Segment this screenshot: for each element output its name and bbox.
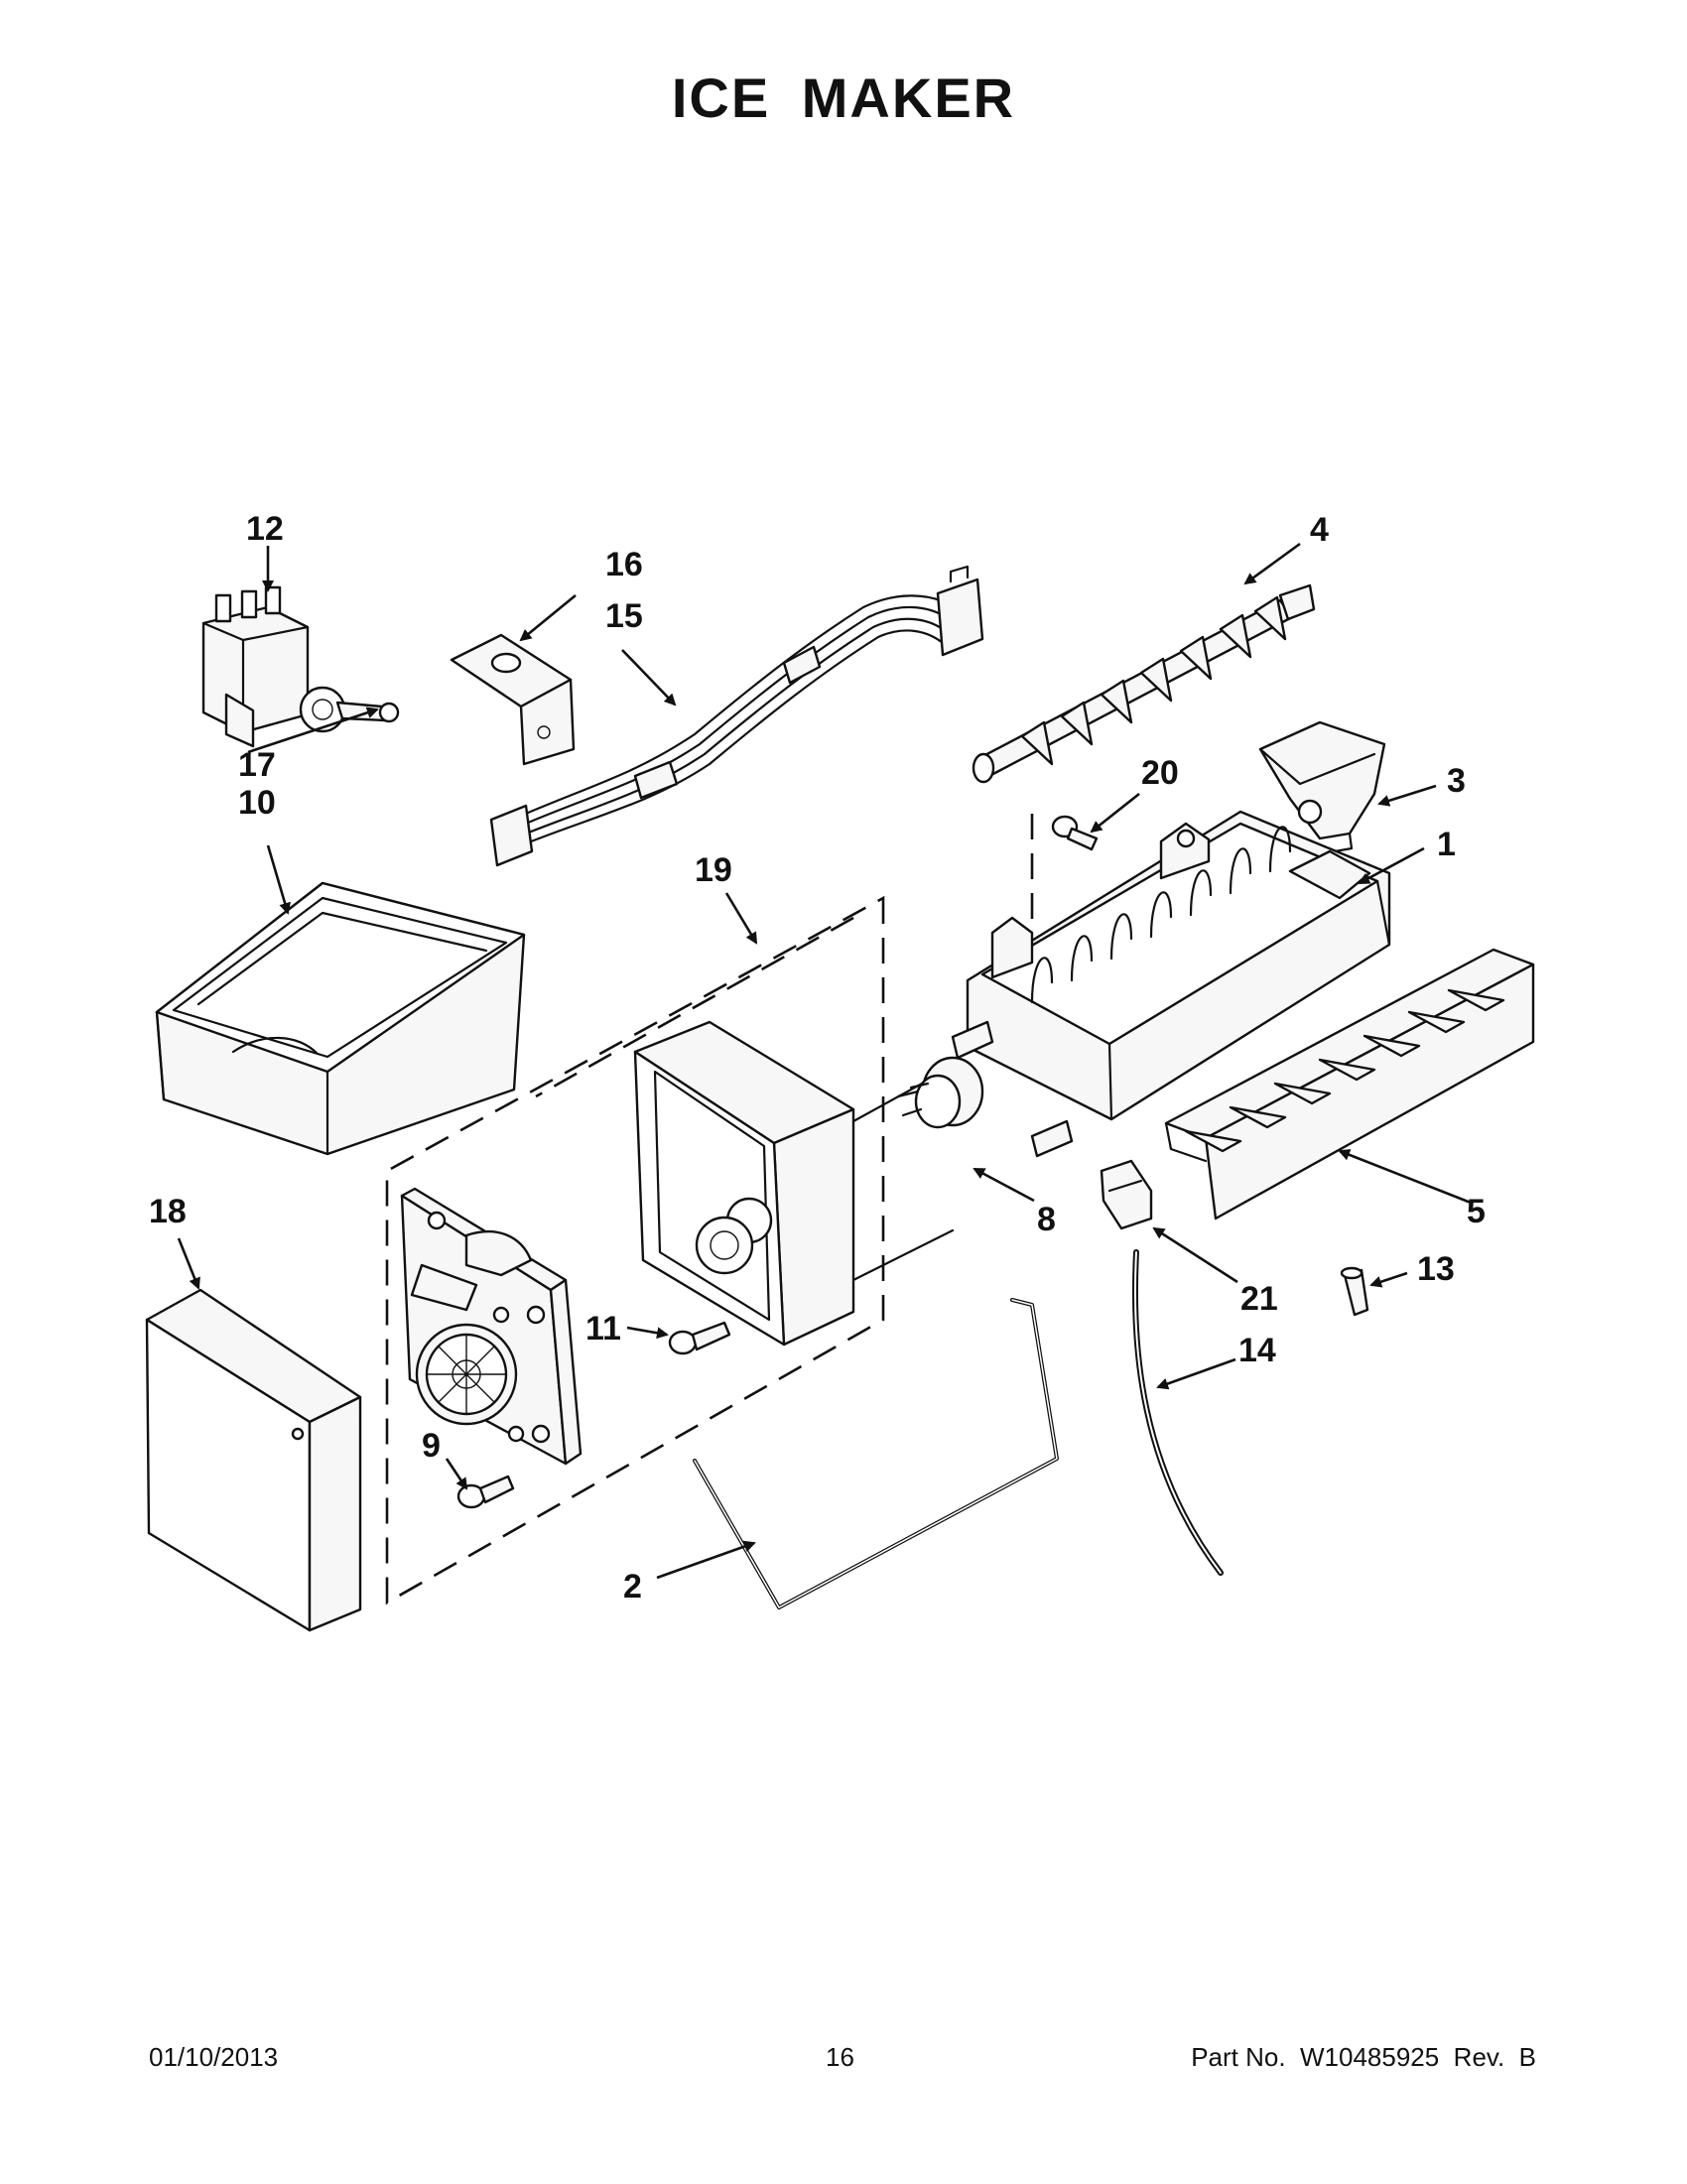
callout-11: 11 — [585, 1310, 621, 1348]
callout-5: 5 — [1467, 1193, 1486, 1230]
callout-12: 12 — [246, 510, 284, 548]
leader-arrows — [177, 542, 1472, 1580]
callout-4: 4 — [1310, 511, 1329, 549]
callout-1: 1 — [1437, 826, 1456, 863]
callout-2: 2 — [623, 1568, 642, 1606]
shutoff-arm-icon — [693, 1298, 1059, 1609]
callout-8: 8 — [1037, 1201, 1056, 1238]
callout-14: 14 — [1238, 1332, 1276, 1369]
plug-icon — [1340, 1266, 1369, 1317]
footer-page-number: 16 — [826, 2042, 854, 2072]
screw-icon — [668, 1321, 731, 1355]
callout-17: 17 — [238, 746, 276, 784]
ejector-icon — [972, 583, 1316, 784]
callout-20: 20 — [1141, 754, 1179, 792]
ice-bin-icon — [155, 881, 526, 1156]
callout-10: 10 — [238, 784, 276, 822]
stripper-icon — [1164, 948, 1535, 1220]
callout-3: 3 — [1447, 762, 1466, 800]
wire-harness-icon — [489, 565, 984, 867]
thermostat-icon — [896, 1020, 1074, 1158]
screw-icon — [1051, 815, 1099, 851]
shutoff-cover-icon — [1258, 720, 1386, 853]
ice-mold-icon — [966, 810, 1391, 1121]
footer-date: 01/10/2013 — [149, 2042, 279, 2072]
callout-21: 21 — [1240, 1280, 1278, 1318]
screw-icon — [456, 1475, 515, 1509]
control-housing-icon — [633, 1020, 955, 1347]
clip-icon — [1100, 1159, 1153, 1230]
footer-part-number: Part No. W10485925 Rev. B — [1191, 2042, 1536, 2072]
callout-labels: 12 16 15 4 17 10 20 3 1 19 18 8 5 13 21 … — [149, 510, 1486, 1606]
water-valve-icon — [201, 585, 400, 748]
cover-icon — [145, 1288, 362, 1632]
callout-19: 19 — [695, 851, 732, 889]
callout-15: 15 — [605, 597, 643, 635]
callout-16: 16 — [605, 546, 643, 583]
callout-9: 9 — [422, 1427, 441, 1465]
control-module-icon — [400, 1187, 583, 1466]
page-title: ICE MAKER — [671, 66, 1016, 129]
callout-18: 18 — [149, 1193, 187, 1230]
tube-icon — [1131, 1249, 1224, 1576]
bracket-icon — [450, 633, 576, 766]
assembly-outline-19 — [385, 895, 885, 1606]
callout-13: 13 — [1417, 1250, 1455, 1288]
